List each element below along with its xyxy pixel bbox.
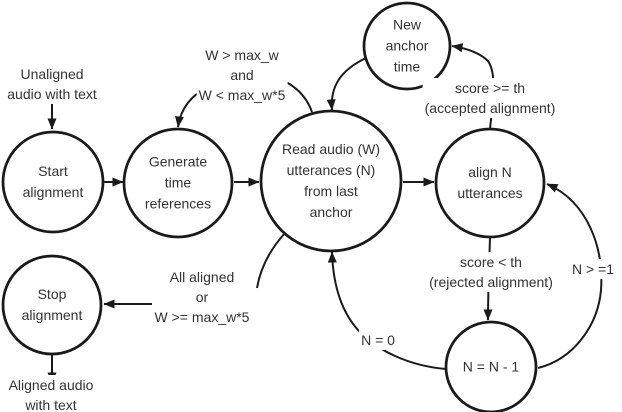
node-generate-time-references: Generate time references (144, 153, 212, 212)
label-n-greater-equal-one: N > =1 (569, 259, 617, 279)
state-circle-generate (122, 127, 234, 239)
state-circle-align (434, 127, 546, 239)
edge-new-anchor-to-read (326, 57, 367, 111)
node-stop-alignment: Stop alignment (21, 286, 83, 323)
edge-read-to-stop-curve (256, 231, 287, 289)
label-n-equals-zero: N = 0 (359, 330, 397, 350)
edge-decrement-to-read (327, 251, 447, 370)
node-n-decrement: N = N - 1 (462, 358, 520, 375)
node-new-anchor-time: New anchor time (385, 16, 429, 75)
state-circle-start (1, 130, 105, 234)
node-align-n-utterances: align N utterances (457, 164, 523, 201)
node-start-alignment: Start alignment (22, 163, 84, 200)
label-accepted-alignment: score >= th (accepted alignment) (422, 78, 558, 118)
state-circle-decrement (444, 320, 538, 412)
label-window-condition: W > max_w and W < max_w*5 (196, 45, 288, 105)
state-circle-stop (1, 254, 103, 356)
label-aligned-audio-output: Aligned audio with text (6, 375, 96, 412)
state-circle-read (259, 109, 403, 253)
label-all-aligned-condition: All aligned or W >= max_w*5 (152, 267, 252, 327)
state-circle-new-anchor (362, 1, 452, 91)
node-read-audio-utterances: Read audio (W) utterances (N) from last … (281, 141, 381, 220)
label-rejected-alignment: score < th (rejected alignment) (427, 252, 555, 292)
edge-decrement-to-align (537, 183, 603, 369)
label-unaligned-audio-input: Unaligned audio with text (5, 64, 99, 104)
